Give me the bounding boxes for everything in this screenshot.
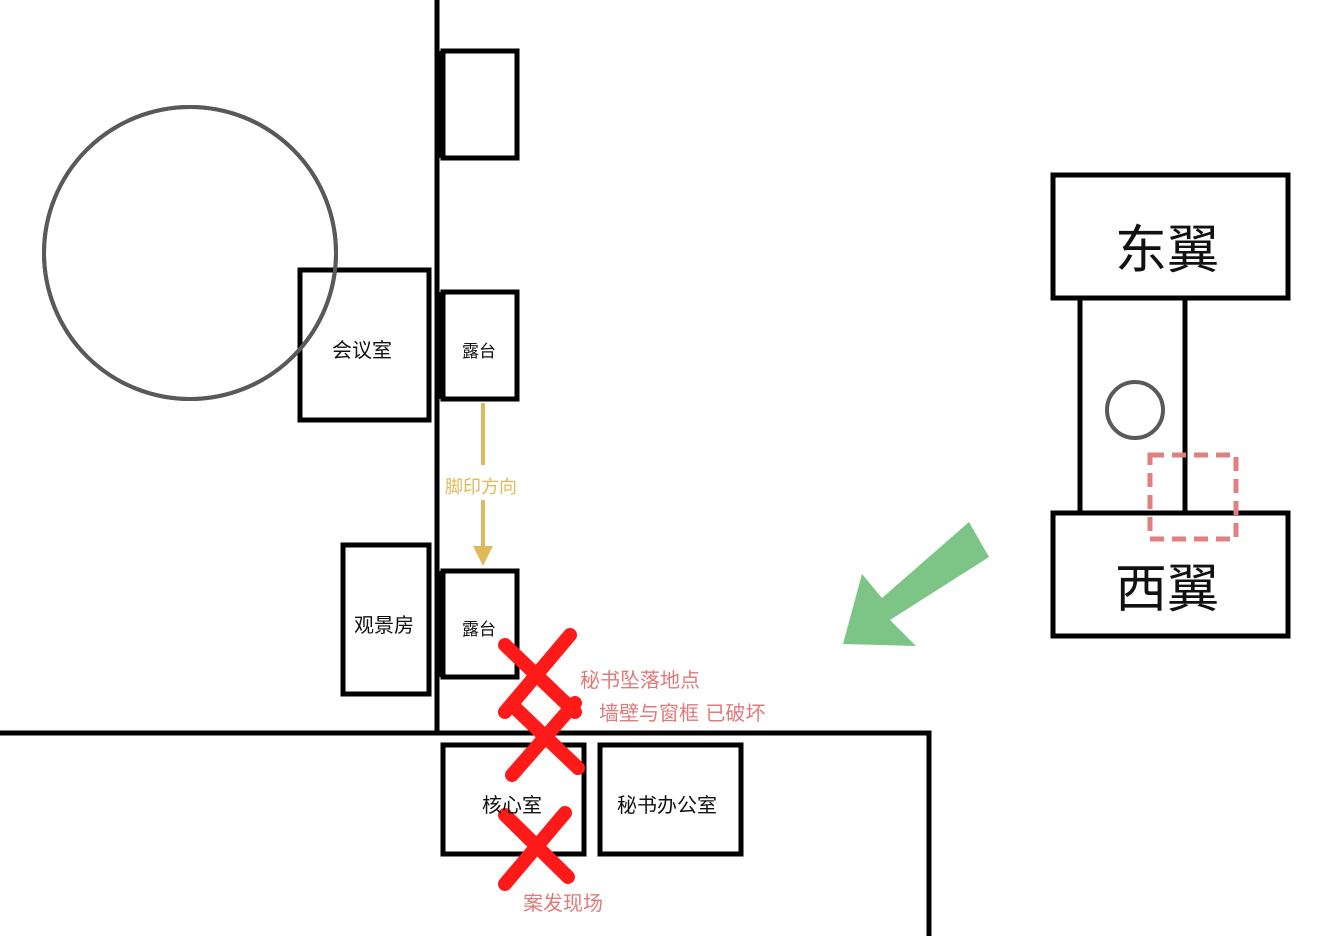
terrace-top-label: 露台 [462,342,496,362]
connector-corridor [1077,295,1188,516]
meeting-room-box [297,267,432,423]
round-hall-overlap [42,105,338,401]
secretary-office-box [597,742,744,857]
footprint-direction-label: 脚印方向 [445,477,517,498]
east-wing-label: 东翼 [1115,221,1220,281]
east-wing-box [1050,172,1291,301]
west-wing-box [1050,510,1291,639]
view-room-box [340,542,432,697]
bottom-building-outline [0,730,932,936]
cross-mark-icon [505,696,585,782]
top-block [440,48,520,161]
core-room-label: 核心室 [482,793,542,817]
secretary-office-label: 秘书办公室 [617,793,717,817]
terrace-bottom-label: 露台 [462,620,496,640]
down-arrow-icon [473,403,493,566]
west-wing-label: 西翼 [1115,560,1220,620]
core-room-box [440,742,587,857]
cross-mark-icon [498,806,575,891]
minimap-round-hall [1105,380,1165,440]
highlight-dashed-area [1147,452,1239,542]
meeting-room-label: 会议室 [332,338,392,362]
view-room-label: 观景房 [354,613,414,637]
wall-thickening-mid [437,292,444,399]
wall-thickening-low [437,571,444,677]
building-minimap [1050,172,1291,639]
secretary-fall-point-label: 秘书坠落地点 [580,668,700,692]
wall-thickening-top [437,51,444,158]
wall-window-broken-label: 墙壁与窗框 已破坏 [599,701,766,725]
direction-arrow-icon [843,522,989,646]
crime-scene-label: 案发现场 [523,891,603,915]
